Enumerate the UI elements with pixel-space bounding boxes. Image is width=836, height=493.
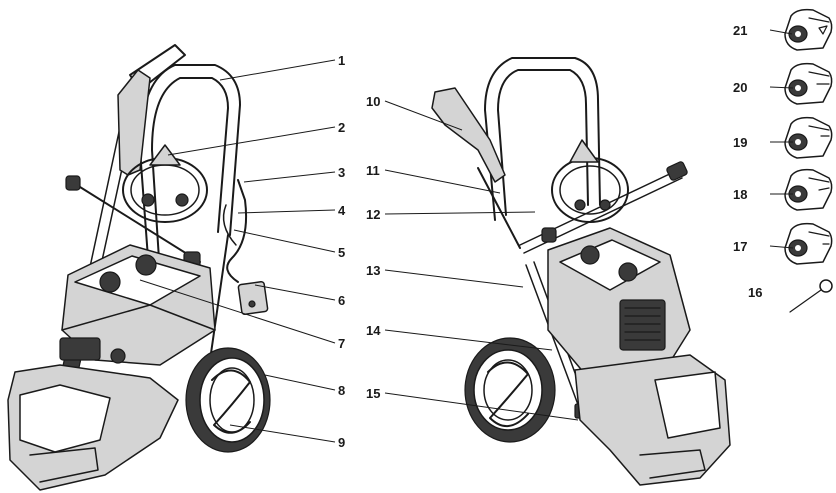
- callout-19: 19: [733, 135, 747, 150]
- nozzle-17: [784, 222, 833, 265]
- callout-9: 9: [338, 435, 345, 450]
- callout-7: 7: [338, 336, 345, 351]
- callout-16: 16: [748, 285, 762, 300]
- leader-lines: [139, 29, 794, 443]
- callout-5: 5: [338, 245, 345, 260]
- callout-17: 17: [733, 239, 747, 254]
- callout-11: 11: [366, 163, 380, 178]
- pressure-washer-front-view: [7, 44, 271, 491]
- callout-18: 18: [733, 187, 747, 202]
- handle-frame-rear: [484, 57, 601, 221]
- callout-8: 8: [338, 383, 345, 398]
- hose-reel: [122, 157, 208, 223]
- callout-4: 4: [338, 203, 346, 218]
- nozzle-20: [784, 62, 833, 105]
- nozzle-19: [784, 116, 833, 159]
- power-cord: [226, 179, 248, 283]
- nozzle-21: [784, 8, 833, 51]
- callout-10: 10: [366, 94, 380, 109]
- callout-12: 12: [366, 207, 380, 222]
- callout-1: 1: [338, 53, 345, 68]
- callout-2: 2: [338, 120, 345, 135]
- callout-14: 14: [366, 323, 381, 338]
- nozzle-cleaning-pin: [789, 279, 833, 313]
- callout-6: 6: [338, 293, 345, 308]
- callout-13: 13: [366, 263, 380, 278]
- spray-gun-rear: [431, 87, 506, 183]
- gfci-plug: [237, 280, 269, 316]
- nozzle-set: [784, 8, 833, 313]
- callout-15: 15: [366, 386, 380, 401]
- callout-3: 3: [338, 165, 345, 180]
- spray-gun: [117, 69, 151, 176]
- callout-20: 20: [733, 80, 747, 95]
- callout-labels: 1 2 3 4 5 6 7 8 9 10 11 12 13 14 15 16 1…: [338, 23, 762, 450]
- nozzle-18: [784, 168, 833, 211]
- callout-21: 21: [733, 23, 747, 38]
- pressure-washer-rear-view: [431, 57, 731, 486]
